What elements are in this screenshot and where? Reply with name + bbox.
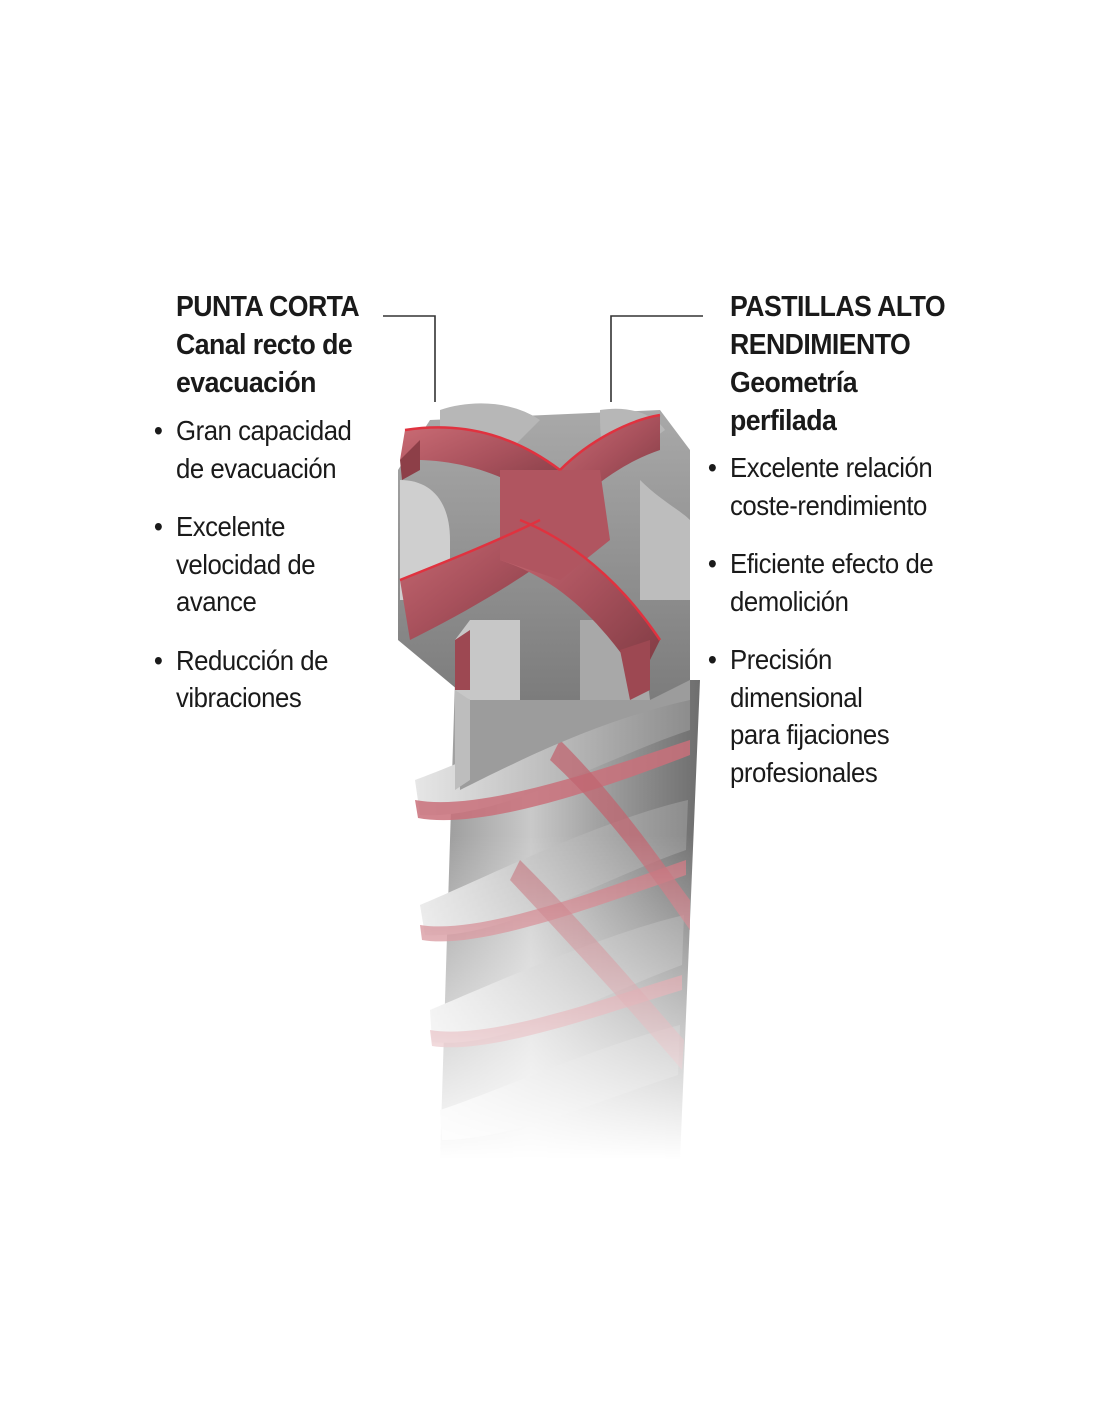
feature-list-item: • Excelente velocidad de avance bbox=[154, 508, 351, 621]
left-heading-line: PUNTA CORTA bbox=[176, 291, 360, 323]
feature-text: Precisión bbox=[730, 644, 832, 675]
drill-shaft bbox=[415, 680, 700, 1160]
feature-text: profesionales bbox=[730, 756, 878, 788]
feature-list-item: • Excelente relación coste-rendimiento bbox=[708, 449, 933, 524]
bullet-icon: • bbox=[707, 644, 717, 675]
feature-text: Gran capacidad bbox=[176, 415, 352, 446]
right-heading-line: PASTILLAS ALTO bbox=[730, 291, 946, 323]
feature-list-item: • Gran capacidad de evacuación bbox=[154, 412, 352, 487]
feature-list-item: • Reducción de vibraciones bbox=[154, 642, 351, 717]
feature-list-item: • Eficiente efecto de demolición bbox=[708, 545, 934, 620]
bullet-icon: • bbox=[707, 548, 717, 579]
feature-text: Eficiente efecto de bbox=[730, 548, 934, 579]
right-heading-line: Geometría bbox=[730, 367, 858, 399]
right-heading-line: RENDIMIENTO bbox=[730, 329, 911, 361]
right-feature-list: • Excelente relación coste-rendimiento •… bbox=[708, 449, 951, 812]
left-heading-line: Canal recto de bbox=[176, 329, 353, 361]
bullet-icon: • bbox=[153, 511, 163, 542]
feature-text: Excelente relación bbox=[730, 452, 933, 483]
feature-text: coste-rendimiento bbox=[730, 489, 927, 521]
feature-text: demolición bbox=[730, 585, 849, 617]
bullet-icon: • bbox=[153, 644, 163, 676]
feature-text: Excelente bbox=[176, 511, 285, 542]
left-leader-line bbox=[383, 315, 436, 402]
left-feature-list: • Gran capacidad de evacuación • Excelen… bbox=[154, 412, 367, 738]
left-callout: PUNTA CORTA Canal recto de evacuación bbox=[176, 288, 406, 402]
feature-text: para fijaciones bbox=[730, 719, 890, 750]
feature-text: de evacuación bbox=[176, 452, 337, 484]
carbide-cross-tip bbox=[399, 413, 662, 700]
feature-text: velocidad de bbox=[176, 548, 316, 580]
left-heading-line: evacuación bbox=[176, 367, 316, 399]
right-leader-line bbox=[610, 315, 703, 402]
left-callout-heading: PUNTA CORTA Canal recto de evacuación bbox=[176, 288, 388, 402]
bullet-icon: • bbox=[707, 452, 717, 483]
feature-text: vibraciones bbox=[176, 682, 302, 713]
bullet-icon: • bbox=[153, 415, 163, 446]
feature-text: avance bbox=[176, 586, 257, 617]
feature-text: Reducción de bbox=[176, 644, 329, 676]
right-callout: PASTILLAS ALTO RENDIMIENTO Geometría per… bbox=[730, 288, 990, 440]
feature-text: dimensional bbox=[730, 681, 863, 713]
right-heading-line: perfilada bbox=[730, 405, 837, 437]
right-callout-heading: PASTILLAS ALTO RENDIMIENTO Geometría per… bbox=[730, 288, 969, 440]
feature-list-item: • Precisión dimensional para fijaciones … bbox=[708, 641, 933, 791]
